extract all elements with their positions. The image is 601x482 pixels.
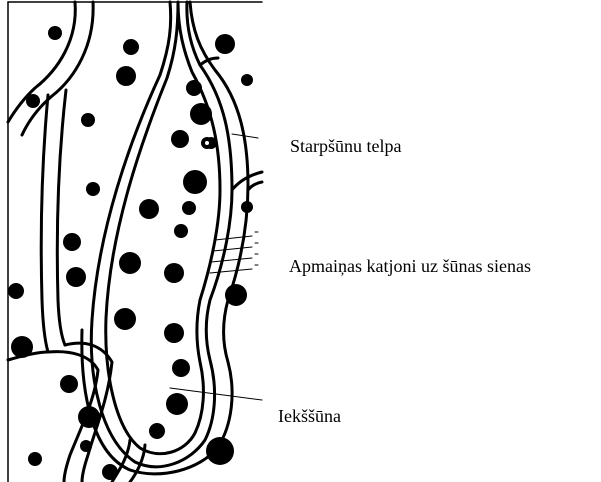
label-cell-interior: Iekššūna <box>278 407 341 425</box>
label-cation-exchange: Apmaiņas katjoni uz šūnas sienas <box>289 257 531 275</box>
label-intercellular-space: Starpšūnu telpa <box>290 137 401 155</box>
leader-dashes <box>255 232 258 265</box>
ring-dot <box>201 137 213 149</box>
